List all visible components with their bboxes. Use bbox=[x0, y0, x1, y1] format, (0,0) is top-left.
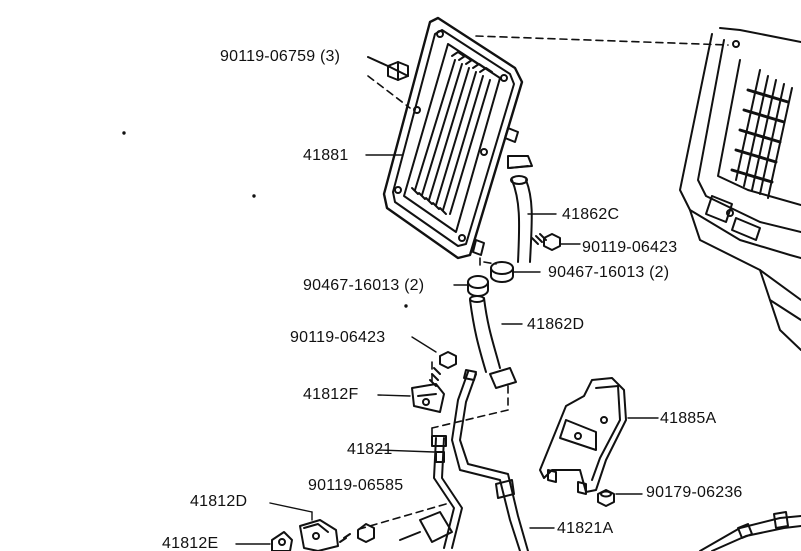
hose-41862d bbox=[469, 295, 523, 389]
label-pipe-41821a: 41821A bbox=[557, 520, 614, 537]
leader-lines bbox=[365, 154, 557, 286]
bolt-90119-06423-left bbox=[411, 336, 457, 387]
bracket-41812f bbox=[377, 383, 445, 413]
label-bracket-41812d: 41812D bbox=[190, 493, 248, 510]
bracket-41812e bbox=[235, 531, 293, 551]
label-cover-41885a: 41885A bbox=[660, 410, 717, 427]
label-bracket-41812f: 41812F bbox=[303, 386, 359, 403]
bolt-90119-06585 bbox=[339, 523, 375, 543]
lower-right-pipe bbox=[699, 511, 801, 551]
label-bolt-90119-06759: 90119-06759 (3) bbox=[220, 48, 341, 65]
cover-41885a bbox=[539, 377, 659, 495]
radiator-housing bbox=[679, 27, 801, 351]
label-bolt-90119-06423-right: 90119-06423 bbox=[582, 239, 678, 256]
label-pipe-41821: 41821 bbox=[347, 441, 393, 458]
oil-cooler-41881 bbox=[382, 16, 524, 260]
hose-41862c bbox=[507, 155, 533, 263]
bracket-41812d bbox=[269, 502, 339, 551]
label-hose-41862c: 41862C bbox=[562, 206, 620, 223]
label-bolt-90119-06423-left: 90119-06423 bbox=[290, 329, 386, 346]
label-hose-41862d: 41862D bbox=[527, 316, 585, 333]
bolt-90119-06423-right bbox=[531, 233, 581, 251]
pipe-41821 bbox=[377, 369, 555, 551]
label-bolt-90119-06585: 90119-06585 bbox=[308, 477, 404, 494]
label-clamp-90467-16013-left: 90467-16013 (2) bbox=[303, 277, 425, 294]
label-oil-cooler-41881: 41881 bbox=[303, 147, 349, 164]
label-clamp-90467-16013-right: 90467-16013 (2) bbox=[548, 264, 670, 281]
label-nut-90179-06236: 90179-06236 bbox=[646, 484, 743, 501]
bolt-90119-06759 bbox=[367, 56, 409, 81]
label-bracket-41812e: 41812E bbox=[162, 535, 219, 551]
clamps-90467-16013 bbox=[467, 261, 541, 297]
nut-90179-06236 bbox=[597, 489, 643, 507]
